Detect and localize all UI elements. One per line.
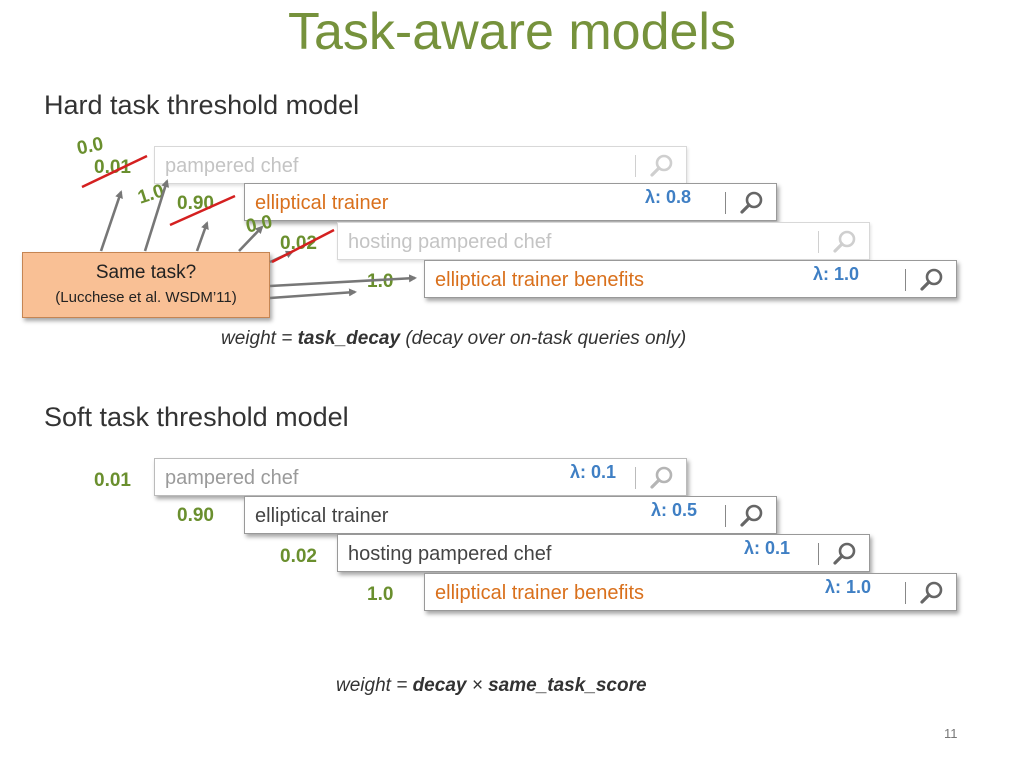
search-icon[interactable]: [919, 267, 945, 293]
query-text: hosting pampered chef: [348, 543, 552, 565]
separator: [635, 467, 636, 489]
hard-weight-1-old: 0.01: [94, 157, 131, 178]
formula-prefix: weight =: [336, 675, 413, 696]
query-text: hosting pampered chef: [348, 231, 552, 253]
same-task-box: Same task? (Lucchese et al. WSDM’11): [22, 252, 270, 318]
search-icon[interactable]: [739, 190, 765, 216]
arrow-to-weight-3-new: [238, 225, 264, 252]
search-icon[interactable]: [832, 541, 858, 567]
hard-query-box-3[interactable]: hosting pampered chef: [337, 222, 870, 260]
formula-suffix: (decay over on-task queries only): [400, 328, 687, 349]
hard-formula: weight = task_decay (decay over on-task …: [221, 328, 686, 350]
hard-query-box-2[interactable]: elliptical trainer λ: 0.8: [244, 183, 777, 221]
separator: [725, 505, 726, 527]
hard-weight-3-old: 0.02: [280, 233, 317, 254]
separator: [635, 155, 636, 177]
lambda-value: λ: 0.1: [570, 462, 617, 482]
formula-term-decay: decay: [412, 675, 467, 696]
formula-prefix: weight =: [221, 328, 298, 349]
strike-weight-2: [169, 194, 236, 227]
soft-query-box-1[interactable]: pampered chef λ: 0.1: [154, 458, 687, 496]
soft-query-box-3[interactable]: hosting pampered chef λ: 0.1: [337, 534, 870, 572]
soft-weight-2: 0.90: [177, 505, 214, 526]
same-task-citation: (Lucchese et al. WSDM’11): [55, 289, 237, 306]
query-text: pampered chef: [165, 467, 299, 489]
arrow-to-weight-4: [269, 274, 417, 288]
query-text: elliptical trainer: [255, 505, 389, 527]
formula-operator: ×: [466, 675, 489, 696]
formula-term-same-task: same_task_score: [488, 675, 647, 696]
search-icon[interactable]: [649, 153, 675, 179]
soft-query-box-2[interactable]: elliptical trainer λ: 0.5: [244, 496, 777, 534]
arrow-to-query-4: [269, 288, 357, 300]
arrow-to-weight-1: [99, 190, 123, 252]
hard-query-box-4[interactable]: elliptical trainer benefits λ: 1.0: [424, 260, 957, 298]
search-icon[interactable]: [739, 503, 765, 529]
separator: [725, 192, 726, 214]
soft-formula: weight = decay × same_task_score: [336, 675, 647, 697]
slide-title: Task-aware models: [288, 3, 736, 61]
soft-weight-1: 0.01: [94, 470, 131, 491]
separator: [818, 543, 819, 565]
soft-model-heading: Soft task threshold model: [44, 402, 349, 432]
arrow-to-weight-2-new: [143, 179, 170, 252]
query-text: elliptical trainer benefits: [435, 582, 644, 604]
arrow-to-weight-2-old: [195, 221, 209, 252]
same-task-label: Same task?: [95, 262, 197, 283]
separator: [905, 269, 906, 291]
query-text: elliptical trainer: [255, 192, 389, 214]
lambda-value: λ: 1.0: [813, 264, 860, 284]
separator: [818, 231, 819, 253]
page-number: 11: [944, 726, 958, 741]
search-icon[interactable]: [832, 229, 858, 255]
soft-weight-4: 1.0: [367, 584, 394, 605]
query-text: elliptical trainer benefits: [435, 269, 644, 291]
formula-term: task_decay: [297, 328, 401, 349]
lambda-value: λ: 0.8: [645, 187, 692, 207]
search-icon[interactable]: [649, 465, 675, 491]
separator: [905, 582, 906, 604]
search-icon[interactable]: [919, 580, 945, 606]
lambda-value: λ: 0.1: [744, 538, 791, 558]
hard-model-heading: Hard task threshold model: [44, 90, 360, 120]
soft-weight-3: 0.02: [280, 546, 317, 567]
soft-query-box-4[interactable]: elliptical trainer benefits λ: 1.0: [424, 573, 957, 611]
lambda-value: λ: 1.0: [825, 577, 872, 597]
strike-weight-1: [81, 154, 148, 189]
strike-weight-3: [271, 228, 335, 264]
query-text: pampered chef: [165, 155, 299, 177]
lambda-value: λ: 0.5: [651, 500, 698, 520]
hard-weight-4: 1.0: [367, 271, 394, 292]
